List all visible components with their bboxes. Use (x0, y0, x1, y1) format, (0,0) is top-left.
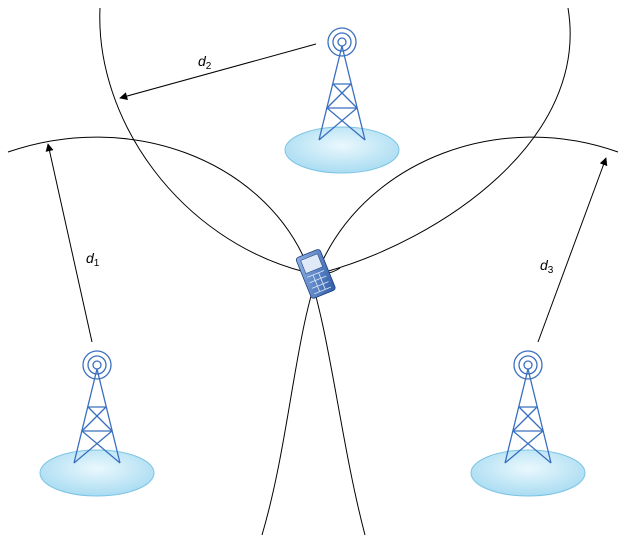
mobile-phone (295, 249, 336, 299)
label-d3: d3 (540, 257, 554, 276)
tower-base (470, 449, 586, 497)
range-arc-3 (261, 136, 619, 536)
phone-screen (300, 253, 323, 274)
arrow-d1 (45, 143, 93, 343)
antenna-icon (73, 350, 121, 464)
range-arc-2 (99, 7, 571, 273)
tower-right (470, 350, 586, 497)
tower-base (284, 126, 400, 174)
antenna-icon (318, 27, 366, 141)
keypad-icon (307, 270, 331, 295)
antenna-icon (504, 350, 552, 464)
tower-top (284, 27, 400, 174)
tower-base (39, 449, 155, 497)
label-d1: d1 (86, 250, 100, 269)
arrow-d3 (537, 157, 608, 343)
tower-left (39, 350, 155, 497)
label-d2: d2 (198, 53, 212, 72)
arrow-d2 (119, 43, 317, 100)
range-arc-1 (7, 136, 366, 536)
